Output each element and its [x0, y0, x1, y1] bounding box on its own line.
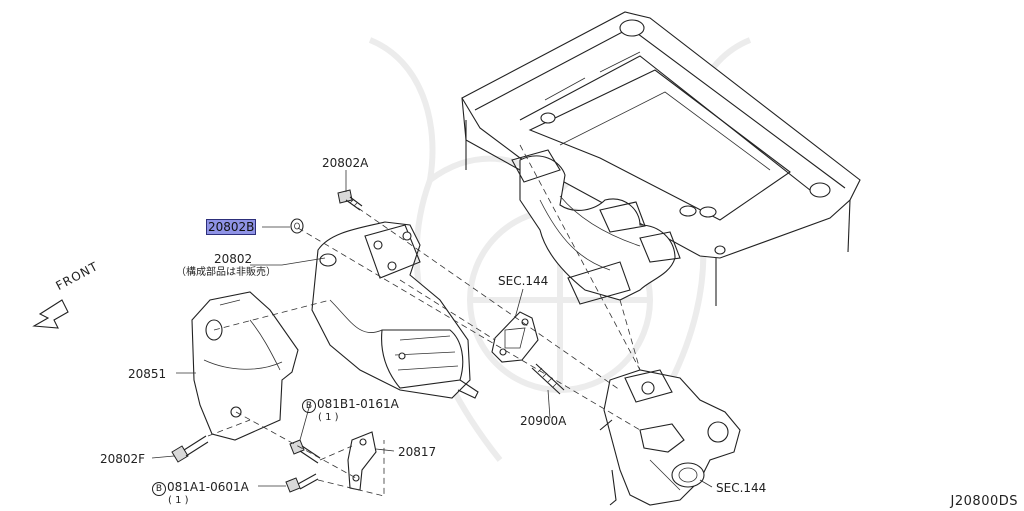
label-20851: 20851 [128, 367, 167, 381]
label-sec144-top: SEC.144 [498, 274, 549, 288]
assembly-lines [207, 144, 641, 497]
heat-shield [191, 291, 299, 441]
bolt-20802A [337, 189, 363, 211]
bolt-prefix-badge: B [302, 399, 316, 413]
bolt-081A1 [285, 473, 319, 493]
turbocharger [599, 369, 741, 506]
gasket [491, 311, 539, 363]
label-20900A: 20900A [520, 414, 567, 428]
front-arrow-icon [32, 299, 69, 329]
label-20802A: 20802A [322, 156, 369, 170]
bolt-20802F [171, 435, 209, 463]
bolt-081B1 [289, 439, 321, 464]
label-bolt-081B1-qty: ( 1 ) [318, 412, 339, 423]
nut-20802B [290, 218, 304, 234]
bolt-part-number: 081B1-0161A [317, 397, 399, 411]
bolt-prefix-badge: B [152, 482, 166, 496]
bracket-20817 [347, 431, 377, 491]
diagram-code: J20800DS [950, 494, 1018, 509]
label-20802F: 20802F [100, 452, 146, 466]
label-20802: 20802 [214, 252, 253, 266]
bolt-part-number: 081A1-0601A [167, 480, 249, 494]
label-20802B: 20802B [206, 219, 257, 235]
label-20802-note: （構成部品は非販売） [176, 267, 276, 278]
exhaust-manifold [511, 149, 681, 305]
valve-cover [461, 11, 861, 306]
label-bolt-081A1-qty: ( 1 ) [168, 495, 189, 506]
label-20817: 20817 [398, 445, 437, 459]
catalytic-converter [311, 221, 479, 399]
label-sec144-bottom: SEC.144 [716, 481, 767, 495]
